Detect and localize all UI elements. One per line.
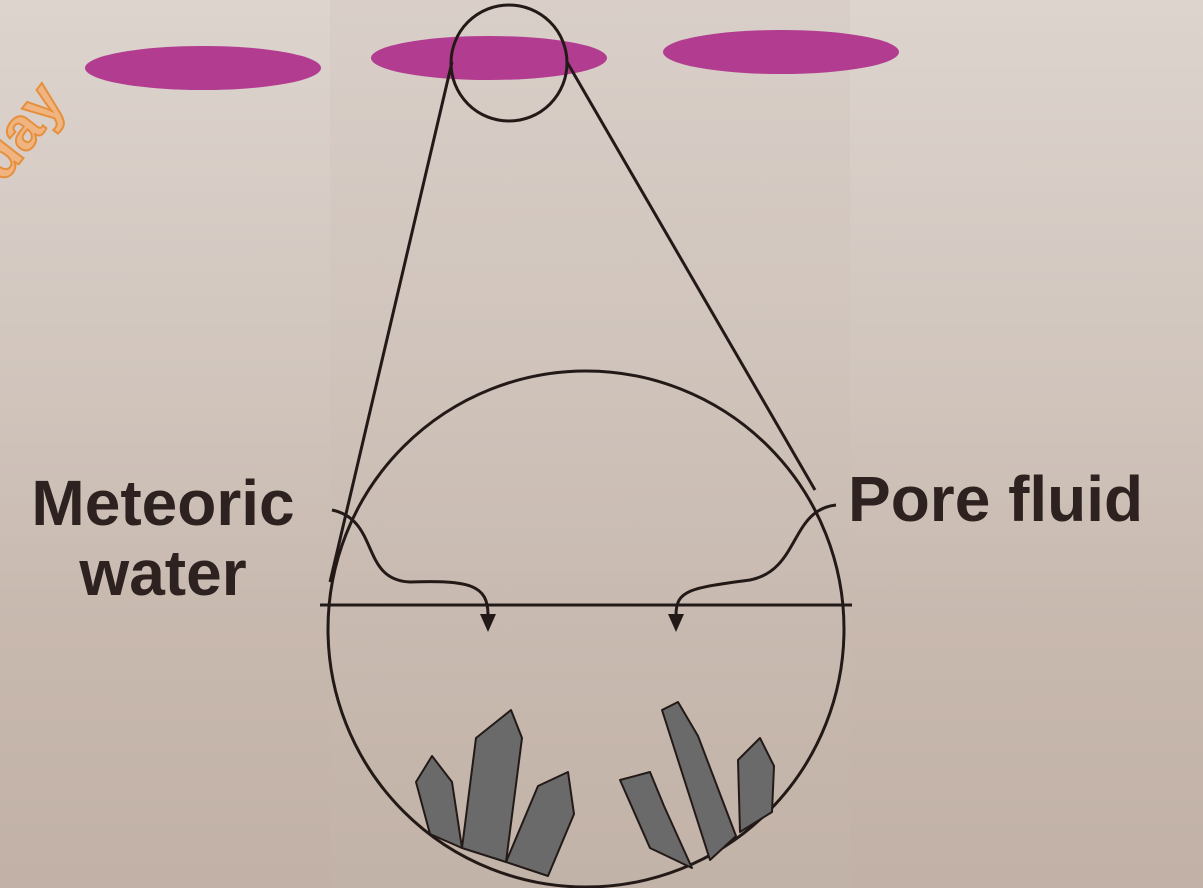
crystal	[462, 710, 522, 862]
fluid-lens-center	[371, 36, 607, 80]
pore-fluid-label: Pore fluid	[848, 464, 1143, 534]
crystal	[620, 772, 692, 868]
zoom-line-right	[567, 62, 815, 490]
pore-fluid-arrow	[676, 505, 836, 615]
meteoric-water-arrowhead	[480, 614, 496, 632]
meteoric-water-label-line2: water	[8, 538, 318, 608]
fluid-lens-right	[663, 30, 899, 74]
crystal-cluster	[416, 702, 774, 876]
meteoric-water-label: Meteoric water	[8, 468, 318, 608]
crystal	[416, 756, 462, 848]
meteoric-water-arrow	[332, 510, 488, 615]
crystal	[738, 738, 774, 832]
zoom-line-left	[330, 62, 452, 582]
meteoric-water-label-line1: Meteoric	[8, 468, 318, 538]
pore-fluid-arrowhead	[668, 614, 684, 632]
fluid-lens-left	[85, 46, 321, 90]
